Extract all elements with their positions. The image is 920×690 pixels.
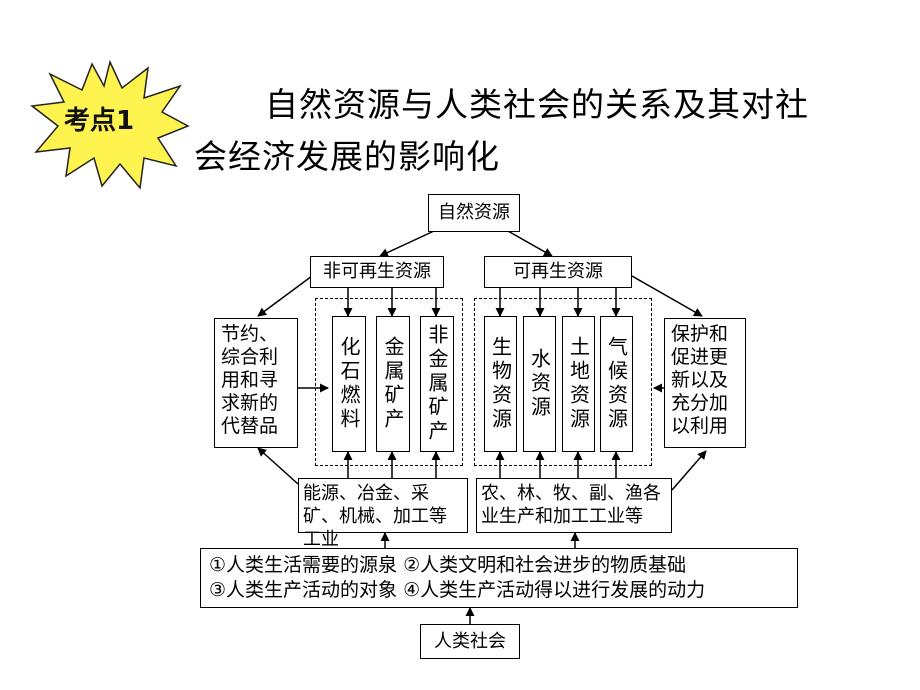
nonrenewable-node: 非可再生资源 (310, 256, 444, 288)
roles-line-1: ①人类生活需要的源泉 ②人类文明和社会进步的物质基础 (209, 554, 687, 576)
renewable-item-4: 气候资源 (600, 316, 633, 452)
badge-label: 考点1 (64, 106, 135, 136)
arrow-uses-to-r-measures (671, 450, 707, 491)
renewable-group (474, 298, 652, 466)
nonrenewable-group (315, 298, 463, 466)
starburst-badge (30, 60, 190, 190)
arrow-nonrenewable-to-measures (257, 275, 313, 317)
society-node: 人类社会 (420, 624, 520, 659)
renewable-item-2: 水资源 (523, 316, 556, 452)
roles-line-2: ③人类生产活动的对象 ④人类生产活动得以进行发展的动力 (209, 579, 706, 601)
arrow-root-to-renewable (507, 230, 553, 257)
renewable-measures: 保护和促进更新以及充分加以利用 (664, 318, 746, 448)
society-roles-box: ①人类生活需要的源泉 ②人类文明和社会进步的物质基础 ③人类生产活动的对象 ④人… (200, 548, 798, 608)
renewable-item-3: 土地资源 (562, 316, 595, 452)
starburst-shape (30, 60, 190, 190)
arrow-uses-to-nr-measures (257, 447, 299, 485)
nonrenewable-item-2: 金属矿产 (376, 316, 410, 452)
nonrenewable-uses: 能源、冶金、采矿、机械、加工等工业 (298, 478, 468, 550)
section-title-line-2: 会经济发展的影响化 (194, 137, 500, 176)
arrow-root-to-nonrenewable (379, 230, 435, 257)
renewable-uses: 农、林、牧、副、渔各业生产和加工工业等 (476, 478, 672, 533)
section-title-line-1: 自然资源与人类社会的关系及其对社 (265, 85, 809, 124)
nonrenewable-item-1: 化石燃料 (332, 316, 366, 452)
renewable-node: 可再生资源 (484, 256, 632, 288)
root-node: 自然资源 (428, 194, 520, 232)
nonrenewable-item-3: 非金属矿产 (420, 316, 454, 452)
renewable-item-1: 生物资源 (484, 316, 517, 452)
nonrenewable-measures: 节约、综合利用和寻求新的代替品 (214, 318, 298, 448)
